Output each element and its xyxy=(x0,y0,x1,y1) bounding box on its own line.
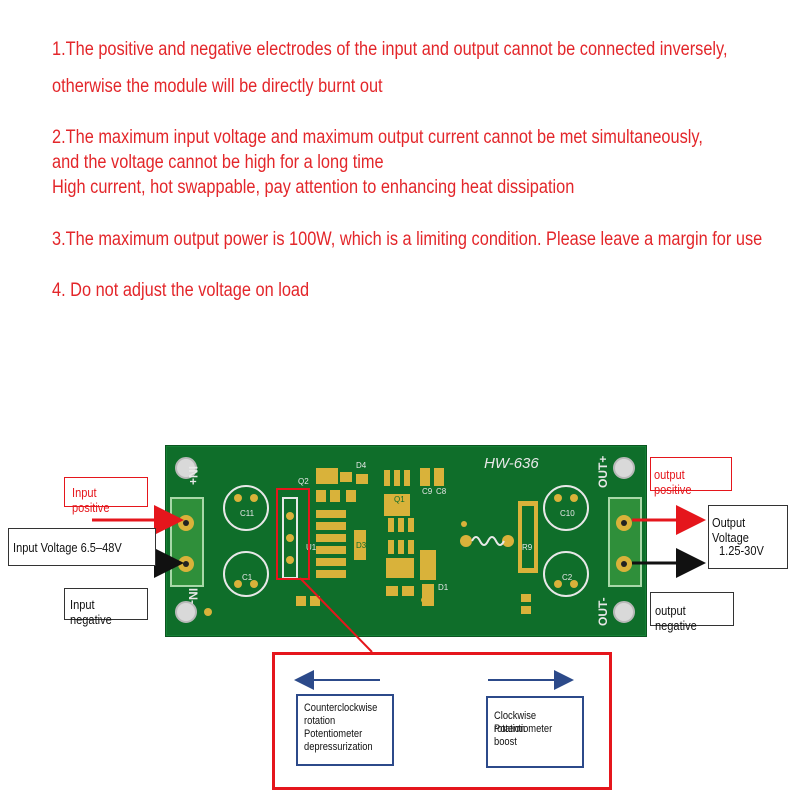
input-positive-box: Input positive xyxy=(64,477,148,515)
capacitor-footprints xyxy=(223,485,589,597)
output-positive-label: output positive xyxy=(654,467,692,497)
mounting-holes xyxy=(175,457,635,623)
ccw-line-2: rotation xyxy=(304,715,336,727)
cw-instruction-box: Clockwise rotation Potentiometer boost xyxy=(486,696,584,768)
input-positive-label: Input positive xyxy=(72,485,110,515)
ccw-line-4: depressurization xyxy=(304,741,373,753)
ref-r9: R9 xyxy=(522,543,533,552)
note-4: 4. Do not adjust the voltage on load xyxy=(52,280,310,301)
ref-c1: C1 xyxy=(242,573,253,582)
output-voltage-box: Output Voltage 1.25-30V xyxy=(708,505,788,569)
ref-d4: D4 xyxy=(356,461,367,470)
ccw-line-3: Potentiometer xyxy=(304,728,363,740)
output-negative-box: output negative xyxy=(650,592,734,633)
note-1-line-1: 1.The positive and negative electrodes o… xyxy=(52,39,728,60)
ref-c9: C9 xyxy=(422,487,433,496)
input-negative-box: Input negative xyxy=(64,588,148,627)
pcb-board: HW-636 IN+ IN- OUT+ OUT- Q2 D4 C9 C8 Q1 … xyxy=(165,445,647,637)
input-negative-label: Input negative xyxy=(70,597,112,627)
ref-c8: C8 xyxy=(436,487,447,496)
ref-q1: Q1 xyxy=(394,495,405,504)
ref-c11: C11 xyxy=(240,509,255,518)
cw-line-1: Clockwise rotation xyxy=(494,710,537,735)
input-voltage-box: Input Voltage 6.5–48V xyxy=(8,528,156,566)
output-voltage-title: Output Voltage xyxy=(712,515,749,545)
ref-c10: C10 xyxy=(560,509,575,518)
ref-q2: Q2 xyxy=(298,477,309,486)
potentiometer-callout xyxy=(272,652,612,790)
ref-u1: U1 xyxy=(306,543,317,552)
note-2-line-2: and the voltage cannot be high for a lon… xyxy=(52,152,384,173)
note-2-line-3: High current, hot swappable, pay attenti… xyxy=(52,177,575,198)
cw-line-3: boost xyxy=(494,736,517,748)
callout-leader-line xyxy=(299,577,373,653)
ref-d3: D3 xyxy=(356,541,367,550)
ccw-line-1: Counterclockwise xyxy=(304,702,378,714)
note-2-line-1: 2.The maximum input voltage and maximum … xyxy=(52,127,703,148)
output-voltage-range: 1.25-30V xyxy=(719,543,764,558)
ref-d1: D1 xyxy=(438,583,449,592)
output-positive-box: output positive xyxy=(650,457,732,497)
output-negative-label: output negative xyxy=(655,603,697,633)
note-3: 3.The maximum output power is 100W, whic… xyxy=(52,229,763,250)
inductor-symbol xyxy=(471,536,505,546)
ref-c2: C2 xyxy=(562,573,573,582)
cw-line-2: Potentiometer xyxy=(494,723,553,735)
board-model: HW-636 xyxy=(484,455,539,472)
input-voltage-label: Input Voltage 6.5–48V xyxy=(13,540,122,555)
output-terminal-block xyxy=(608,497,642,587)
ccw-instruction-box: Counterclockwise rotation Potentiometer … xyxy=(296,694,394,766)
potentiometer-highlight xyxy=(276,488,310,580)
note-1-line-2: otherwise the module will be directly bu… xyxy=(52,76,383,97)
